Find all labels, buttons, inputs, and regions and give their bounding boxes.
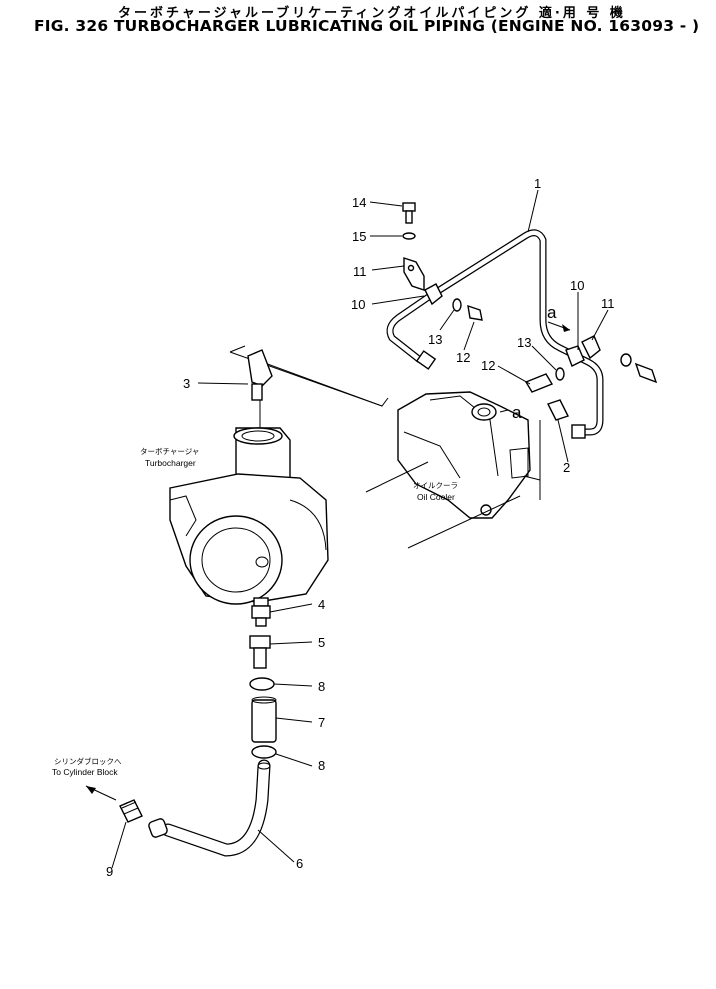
cylinder-block-label: To Cylinder Block	[52, 767, 118, 777]
connector-9	[85, 785, 143, 823]
callout-15: 15	[352, 229, 366, 244]
callout-12-left: 12	[456, 350, 470, 365]
ref-a-cooler: a	[512, 403, 522, 422]
oil-cooler-label: Oil Cooler	[417, 492, 455, 502]
callout-4: 4	[318, 597, 325, 612]
hose-adapter-5	[249, 635, 271, 669]
elbow-fitting-3	[247, 349, 273, 401]
turbocharger	[169, 427, 329, 605]
callout-8-lower: 8	[318, 758, 325, 773]
figure-title-japanese: ターボチャージャルーブリケーティングオイルパイピング 適·用 号 機	[118, 6, 626, 21]
hose-7	[251, 696, 277, 743]
cylinder-block-label-jp: シリンダブロックへ	[54, 756, 122, 766]
callout-9: 9	[106, 864, 113, 879]
callout-10-right: 10	[570, 278, 584, 293]
hose-clamp-8-upper	[249, 677, 275, 691]
callout-2: 2	[563, 460, 570, 475]
ref-a-pipe: a	[547, 303, 557, 322]
callout-5: 5	[318, 635, 325, 650]
clamp-assembly-left	[402, 202, 483, 321]
turbocharger-label-jp: ターボチャージャ	[140, 447, 199, 456]
connector-2	[547, 399, 569, 421]
tube-6	[148, 759, 271, 857]
callout-13-right: 13	[517, 335, 531, 350]
callout-8-upper: 8	[318, 679, 325, 694]
clamp-assembly-right	[524, 335, 658, 393]
callout-11-right: 11	[601, 296, 615, 311]
callout-leaders	[111, 189, 609, 869]
callout-13-left: 13	[428, 332, 442, 347]
hose-clamp-8-lower	[251, 745, 277, 759]
oil-cooler	[365, 391, 541, 549]
callout-14: 14	[352, 195, 366, 210]
callout-10-left: 10	[351, 297, 365, 312]
oil-cooler-label-jp: オイルクーラ	[413, 481, 458, 490]
callout-7: 7	[318, 715, 325, 730]
callout-6: 6	[296, 856, 303, 871]
figure-title: FIG. 326 TURBOCHARGER LUBRICATING OIL PI…	[34, 17, 700, 35]
callout-12-right: 12	[481, 358, 495, 373]
callout-3: 3	[183, 376, 190, 391]
callout-1: 1	[534, 176, 541, 191]
turbocharger-label: Turbocharger	[145, 458, 196, 468]
callout-11-left: 11	[353, 264, 367, 279]
fitting-4	[251, 597, 271, 627]
